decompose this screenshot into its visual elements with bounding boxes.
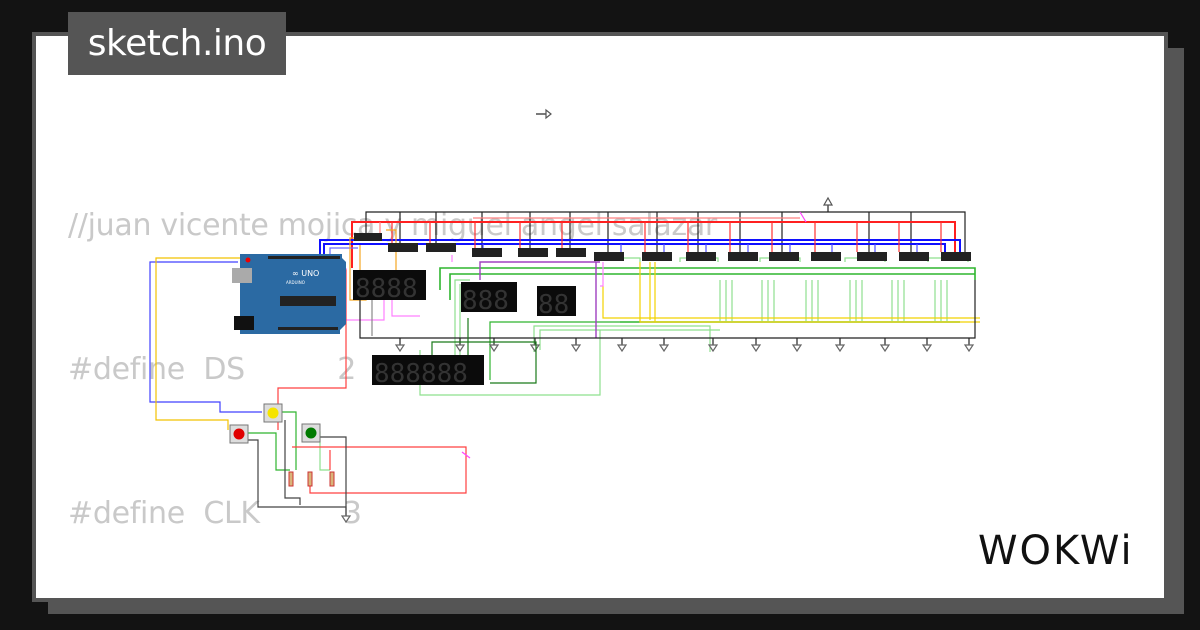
wokwi-logo: WOKWi	[978, 528, 1134, 574]
file-tab[interactable]: sketch.ino	[68, 12, 286, 75]
code-line: #define DS 2	[68, 352, 357, 387]
code-line: #define CLK 3	[68, 496, 362, 531]
seven-segment-displays	[353, 270, 576, 385]
push-buttons	[229, 403, 321, 444]
svg-text:888888: 888888	[374, 359, 468, 389]
svg-text:8888: 8888	[355, 274, 418, 304]
svg-text:88: 88	[538, 290, 569, 320]
resistors	[288, 471, 335, 487]
arduino-uno-board: ∞ UNO ARDUINO	[232, 254, 346, 334]
svg-text:∞ UNO: ∞ UNO	[292, 269, 319, 278]
svg-text:888: 888	[462, 286, 509, 316]
shift-register-chips	[354, 233, 971, 261]
svg-text:ARDUINO: ARDUINO	[286, 280, 305, 285]
